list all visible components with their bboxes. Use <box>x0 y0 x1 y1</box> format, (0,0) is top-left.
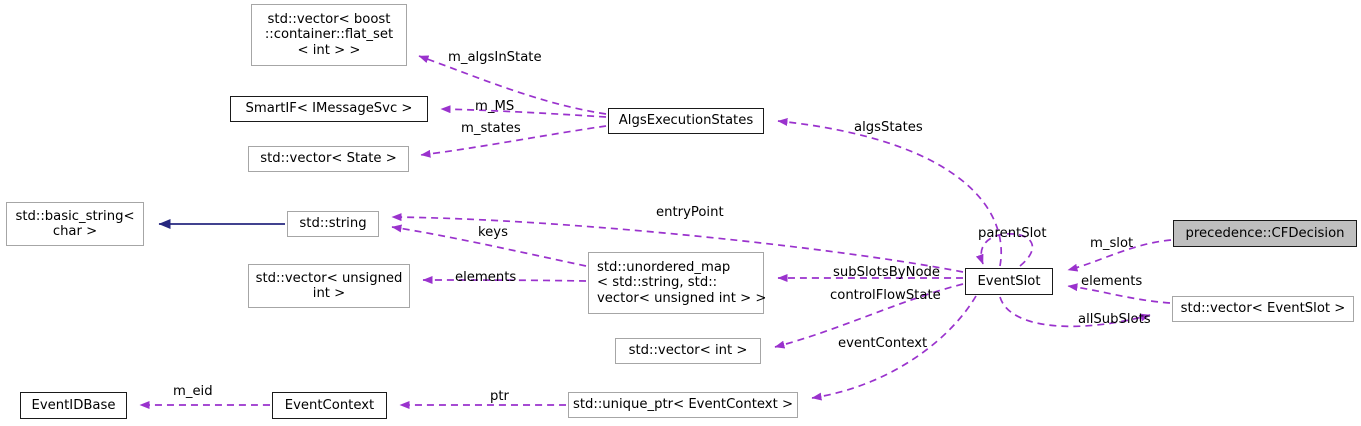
edge-label-keys: keys <box>478 225 508 240</box>
edge-label-m_eid: m_eid <box>173 384 213 399</box>
edge-algsStates <box>777 118 1002 267</box>
edge-label-m_MS: m_MS <box>475 99 515 114</box>
edge-label-m_algsInState: m_algsInState <box>448 50 542 65</box>
node-vector-event-slot[interactable]: std::vector< EventSlot > <box>1172 296 1354 322</box>
node-event-slot[interactable]: EventSlot <box>965 268 1053 295</box>
edge-label-parentSlot: parentSlot <box>978 226 1047 241</box>
node-unique-ptr-event-context[interactable]: std::unique_ptr< EventContext > <box>568 392 798 418</box>
node-event-id-base[interactable]: EventIDBase <box>20 392 127 419</box>
node-algs-execution-states[interactable]: AlgsExecutionStates <box>608 108 764 134</box>
edge-label-algsStates: algsStates <box>854 120 923 135</box>
node-basic-string-char[interactable]: std::basic_string< char > <box>6 202 144 246</box>
edge-label-m_slot: m_slot <box>1090 236 1134 251</box>
edge-label-allSubSlots: allSubSlots <box>1078 312 1151 327</box>
edge-label-m_states: m_states <box>461 121 521 136</box>
node-smartif-imessagesvc[interactable]: SmartIF< IMessageSvc > <box>230 96 428 122</box>
node-precedence-cfdecision[interactable]: precedence::CFDecision <box>1173 220 1357 247</box>
edge-label-ptr: ptr <box>490 389 509 404</box>
edge-label-elements-map: elements <box>455 270 517 285</box>
edge-label-subSlotsByNode: subSlotsByNode <box>833 265 941 280</box>
edge-label-elements-slot: elements <box>1081 274 1143 289</box>
edge-label-controlFlowState: controlFlowState <box>830 288 941 303</box>
edge-label-eventContext: eventContext <box>838 336 928 351</box>
node-unordered-map[interactable]: std::unordered_map < std::string, std:: … <box>588 252 766 314</box>
node-std-string[interactable]: std::string <box>287 211 379 237</box>
node-vector-int[interactable]: std::vector< int > <box>615 338 761 364</box>
node-vector-flat-set[interactable]: std::vector< boost ::container::flat_set… <box>251 4 407 66</box>
node-vector-unsigned-int[interactable]: std::vector< unsigned int > <box>248 264 410 308</box>
node-event-context[interactable]: EventContext <box>272 392 387 419</box>
edge-m_MS <box>440 105 607 118</box>
edge-label-entryPoint: entryPoint <box>656 205 724 220</box>
node-vector-state[interactable]: std::vector< State > <box>248 146 409 172</box>
